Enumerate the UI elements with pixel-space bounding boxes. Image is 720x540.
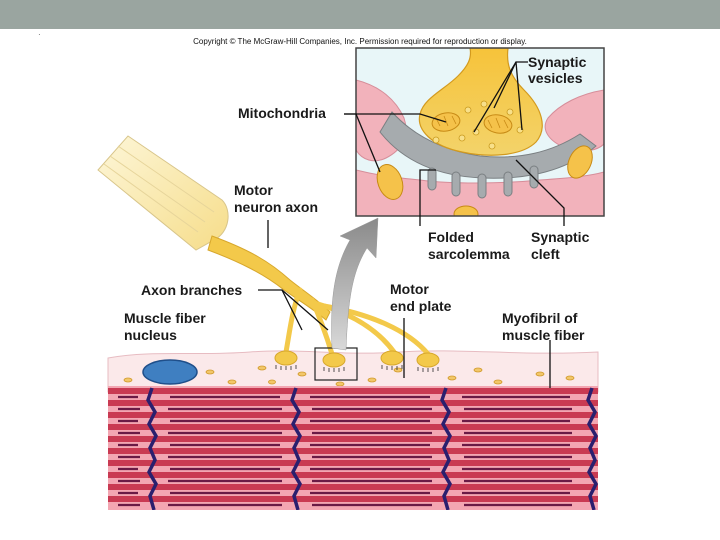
label-synaptic-cleft-line2: cleft: [531, 246, 560, 263]
muscle-fiber-nucleus: [143, 360, 197, 384]
label-myofibril-line1: Myofibril of: [502, 310, 577, 327]
label-motor-end-plate-line1: Motor: [390, 281, 429, 298]
motor-neuron-axon: [208, 236, 330, 320]
label-motor-neuron-axon-line2: neuron axon: [234, 199, 318, 216]
label-motor-neuron-axon-line1: Motor: [234, 182, 273, 199]
label-synaptic-cleft-line1: Synaptic: [531, 229, 589, 246]
label-folded-sarcolemma-line1: Folded: [428, 229, 474, 246]
label-synaptic-vesicles-line2: vesicles: [528, 70, 583, 87]
muscle-fiber: [108, 386, 598, 510]
label-axon-branches: Axon branches: [141, 282, 242, 299]
label-folded-sarcolemma-line2: sarcolemma: [428, 246, 510, 263]
label-mitochondria: Mitochondria: [238, 105, 326, 122]
label-muscle-fiber-nucleus-line2: nucleus: [124, 327, 177, 344]
label-motor-end-plate-line2: end plate: [390, 298, 451, 315]
label-myofibril-line2: muscle fiber: [502, 327, 584, 344]
label-muscle-fiber-nucleus-line1: Muscle fiber: [124, 310, 206, 327]
label-synaptic-vesicles-line1: Synaptic: [528, 54, 586, 71]
